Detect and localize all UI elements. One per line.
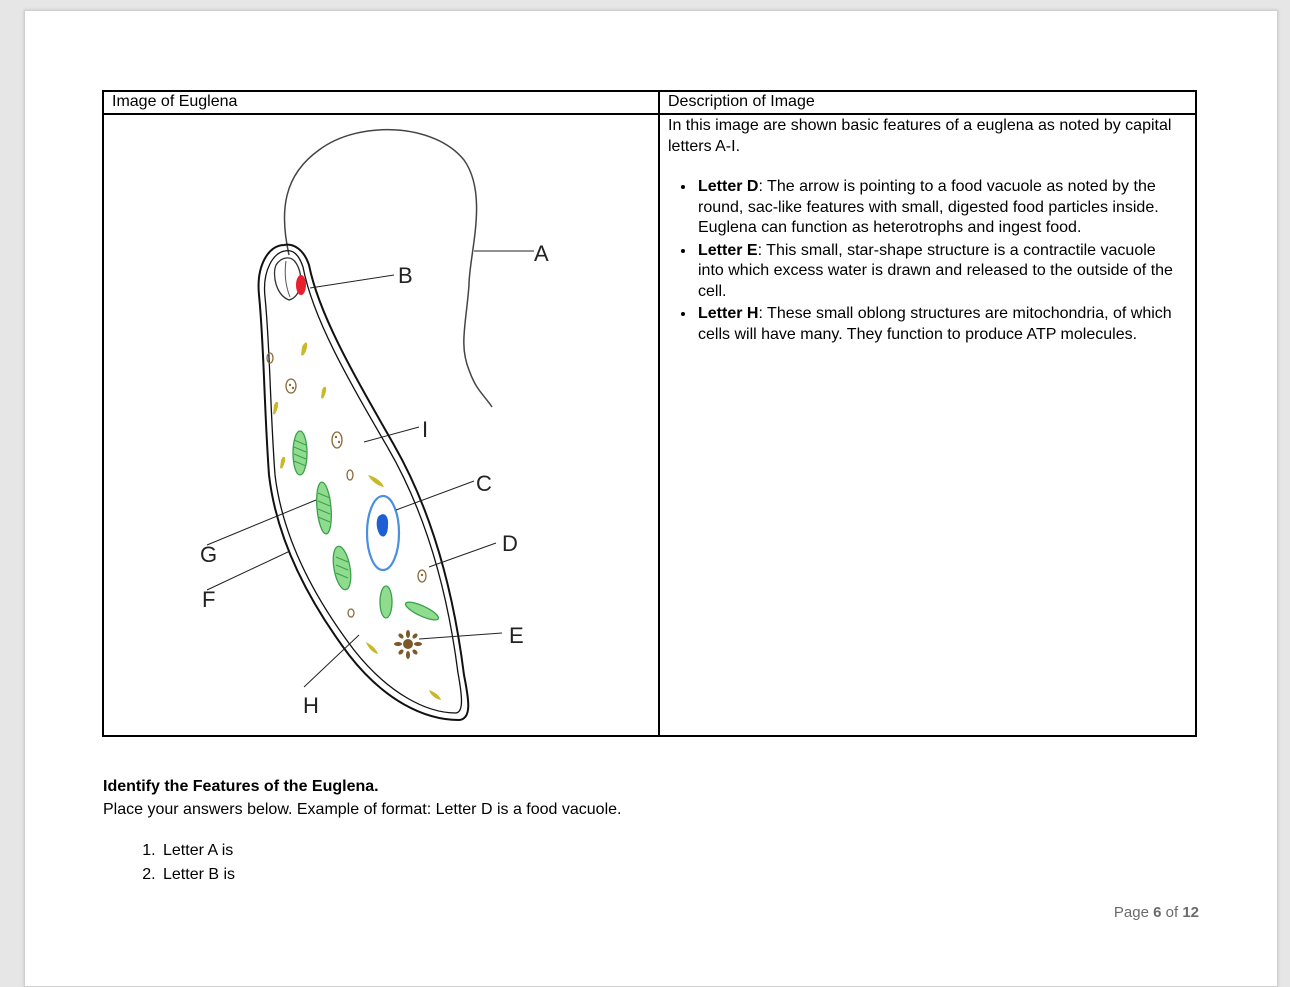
pointer-lines bbox=[206, 250, 534, 688]
feature-text: : These small oblong structures are mito… bbox=[698, 305, 1172, 343]
image-header: Image of Euglena bbox=[112, 93, 238, 110]
feature-term: Letter H bbox=[698, 305, 759, 322]
chloroplast-stripes bbox=[293, 439, 349, 579]
cell-body-inner bbox=[263, 249, 463, 714]
cell-body-outer bbox=[257, 243, 470, 722]
questions-heading: Identify the Features of the Euglena. bbox=[103, 778, 379, 795]
total-pages: 12 bbox=[1182, 904, 1199, 921]
flagellum bbox=[283, 128, 493, 408]
feature-item: Letter E: This small, star-shape structu… bbox=[696, 240, 1183, 303]
feature-text: : The arrow is pointing to a food vacuol… bbox=[698, 178, 1159, 236]
label-E: E bbox=[509, 623, 524, 648]
label-D: D bbox=[502, 531, 518, 556]
food-particles bbox=[288, 383, 424, 577]
current-page: 6 bbox=[1153, 904, 1162, 921]
of-word: of bbox=[1165, 904, 1179, 921]
page-number: Page 6 of 12 bbox=[1114, 904, 1199, 921]
image-cell: A B I C D E G F H bbox=[102, 113, 660, 737]
label-G: G bbox=[200, 542, 217, 567]
feature-term: Letter D bbox=[698, 178, 759, 195]
description-header-cell: Description of Image bbox=[658, 90, 1197, 115]
euglena-diagram: A B I C D E G F H bbox=[200, 128, 549, 722]
label-A: A bbox=[534, 241, 549, 266]
label-B: B bbox=[398, 263, 413, 288]
paramylon-bodies bbox=[273, 342, 441, 700]
questions-section: Identify the Features of the Euglena. Pl… bbox=[103, 775, 621, 887]
questions-instruction: Place your answers below. Example of for… bbox=[103, 801, 622, 818]
reservoir bbox=[273, 257, 302, 301]
answer-item[interactable]: Letter A is bbox=[160, 839, 621, 863]
label-I: I bbox=[422, 417, 428, 442]
image-header-cell: Image of Euglena bbox=[102, 90, 660, 115]
label-F: F bbox=[202, 587, 215, 612]
description-cell: In this image are shown basic features o… bbox=[658, 113, 1197, 737]
euglena-table: Image of Euglena Description of Image bbox=[102, 90, 1197, 737]
contractile-vacuole bbox=[394, 630, 422, 659]
answer-list: Letter A is Letter B is bbox=[103, 839, 621, 887]
description-intro: In this image are shown basic features o… bbox=[668, 117, 1172, 155]
feature-list: Letter D: The arrow is pointing to a foo… bbox=[668, 176, 1183, 345]
feature-term: Letter E bbox=[698, 241, 758, 259]
nucleolus bbox=[376, 514, 389, 537]
feature-text: : This small, star-shape structure is a … bbox=[698, 241, 1173, 300]
eyespot bbox=[296, 275, 306, 295]
feature-item: Letter H: These small oblong structures … bbox=[696, 303, 1183, 345]
description-header: Description of Image bbox=[668, 93, 815, 110]
document-page: Image of Euglena Description of Image bbox=[24, 10, 1278, 987]
label-H: H bbox=[303, 693, 319, 718]
answer-item[interactable]: Letter B is bbox=[160, 863, 621, 887]
food-vacuoles bbox=[266, 352, 427, 618]
label-C: C bbox=[476, 471, 492, 496]
page-word: Page bbox=[1113, 904, 1149, 921]
feature-item: Letter D: The arrow is pointing to a foo… bbox=[696, 176, 1183, 239]
